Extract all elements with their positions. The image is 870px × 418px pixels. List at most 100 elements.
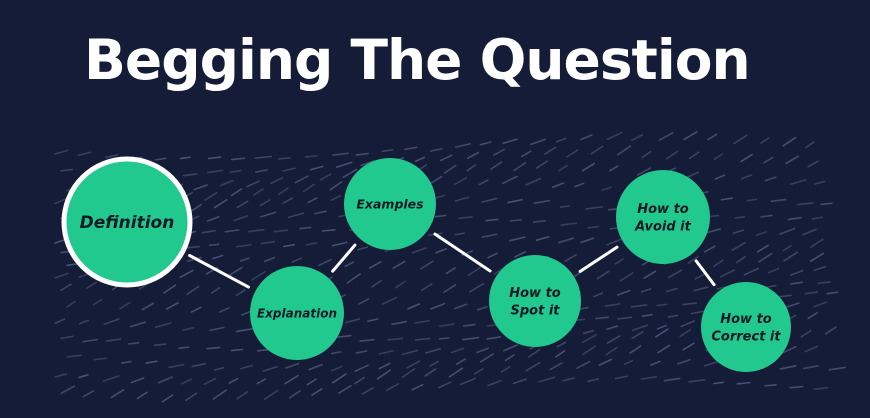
hatch-dash	[629, 345, 642, 354]
node-definition[interactable]: Definition	[61, 156, 193, 288]
hatch-dash	[466, 164, 477, 172]
hatch-dash	[583, 329, 594, 334]
hatch-dash	[703, 245, 716, 253]
hatch-dash	[585, 206, 603, 210]
hatch-dash	[434, 214, 447, 218]
hatch-dash	[650, 360, 661, 366]
hatch-dash	[289, 390, 301, 399]
hatch-dash	[466, 151, 480, 159]
node-examples[interactable]: Examples	[344, 158, 436, 250]
hatch-dash	[614, 375, 629, 380]
hatch-dash	[804, 345, 819, 353]
hatch-dash	[581, 162, 596, 172]
hatch-dash	[493, 148, 505, 156]
hatch-dash	[559, 205, 571, 208]
hatch-dash	[455, 358, 466, 365]
hatch-dash	[127, 342, 140, 345]
connector-definition-to-explanation	[188, 254, 251, 289]
hatch-dash	[191, 362, 207, 368]
hatch-dash	[525, 177, 542, 186]
hatch-dash	[130, 377, 145, 384]
hatch-dash	[407, 303, 421, 310]
hatch-dash	[330, 195, 342, 202]
hatch-dash	[594, 316, 610, 320]
hatch-dash	[60, 335, 74, 340]
node-explanation[interactable]: Explanation	[250, 266, 344, 360]
hatch-dash	[462, 323, 476, 327]
hatch-dash	[145, 360, 158, 364]
hatch-dash	[54, 198, 67, 205]
hatch-dash	[598, 358, 612, 367]
hatch-dash	[762, 156, 774, 164]
hatch-dash	[357, 246, 369, 251]
hatch-dash	[182, 173, 198, 177]
hatch-dash	[209, 326, 225, 332]
hatch-dash	[66, 354, 82, 358]
hatch-dash	[299, 226, 312, 230]
hatch-dash	[420, 282, 433, 292]
hatch-dash	[720, 197, 734, 201]
hatch-dash	[640, 288, 652, 293]
hatch-dash	[218, 307, 230, 313]
hatch-dash	[687, 255, 699, 264]
hatch-dash	[78, 374, 89, 379]
hatch-dash	[574, 182, 585, 188]
hatch-dash	[576, 360, 591, 369]
hatch-dash	[206, 346, 221, 350]
hatch-dash	[820, 202, 833, 206]
hatch-dash	[502, 344, 519, 352]
hatch-dash	[460, 377, 476, 386]
hatch-dash	[54, 318, 66, 325]
hatch-dash	[203, 377, 217, 386]
hatch-dash	[514, 250, 527, 258]
hatch-dash	[391, 320, 408, 326]
hatch-dash	[366, 318, 379, 323]
node-label: Definition	[80, 213, 175, 233]
hatch-dash	[713, 153, 724, 160]
hatch-dash	[712, 259, 724, 268]
hatch-dash	[813, 301, 828, 308]
node-label: How to	[637, 202, 689, 217]
hatch-dash	[556, 341, 567, 348]
hatch-dash	[181, 326, 195, 332]
hatch-dash	[807, 312, 818, 320]
hatch-dash	[461, 336, 480, 341]
hatch-dash	[254, 169, 268, 173]
hatch-dash	[371, 279, 382, 288]
hatch-dash	[155, 157, 167, 161]
hatch-dash	[294, 175, 309, 184]
hatch-dash	[285, 362, 300, 369]
hatch-dash	[305, 242, 318, 246]
hatch-dash	[789, 281, 804, 285]
node-label: Examples	[356, 197, 423, 212]
hatch-dash	[282, 243, 295, 248]
hatch-dash	[605, 346, 618, 356]
hatch-dash	[587, 378, 600, 383]
hatch-dash	[253, 188, 264, 196]
hatch-dash	[786, 302, 800, 308]
hatch-dash	[401, 368, 416, 378]
hatch-dash	[454, 232, 465, 236]
hatch-dash	[656, 303, 668, 307]
hatch-dash	[619, 272, 634, 282]
hatch-dash	[487, 252, 498, 259]
hatch-dash	[273, 229, 289, 233]
hatch-dash	[481, 233, 498, 238]
hatch-dash	[636, 167, 652, 176]
hatch-dash	[714, 174, 726, 180]
hatch-dash	[450, 347, 465, 354]
hatch-dash	[54, 373, 68, 378]
hatch-dash	[206, 169, 224, 174]
hatch-dash	[311, 388, 323, 396]
hatch-dash	[259, 199, 271, 207]
hatch-dash	[235, 328, 253, 333]
hatch-dash	[105, 338, 122, 342]
hatch-dash	[604, 303, 621, 307]
hatch-dash	[507, 198, 523, 204]
hatch-dash	[321, 228, 336, 232]
hatch-dash	[655, 328, 669, 338]
hatch-dash	[251, 270, 266, 281]
